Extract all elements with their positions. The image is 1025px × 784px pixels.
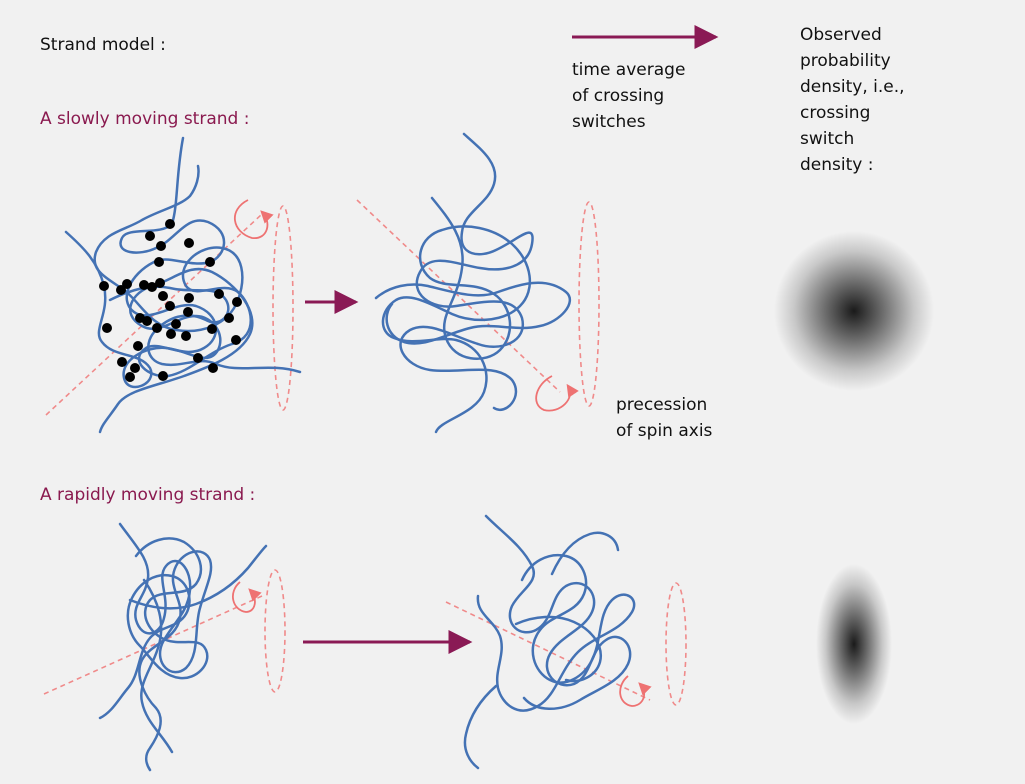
slow-strand-precessing: [356, 132, 600, 434]
crossing-dot: [214, 289, 224, 299]
rapid-middle-precession-ellipse: [665, 582, 687, 706]
rapid-density-blob: [816, 564, 892, 724]
rapid-strand-precessing: [445, 514, 687, 770]
crossing-dot: [122, 279, 132, 289]
rapid-strand-heading: A rapidly moving strand :: [40, 485, 255, 505]
rapid-left-precession-ellipse: [264, 569, 286, 693]
crossing-dot: [207, 324, 217, 334]
rapid-left-spin-axis: [43, 595, 263, 695]
slow-left-spin-arrow: [233, 199, 274, 239]
crossing-dot: [231, 335, 241, 345]
slow-density-blob: [774, 231, 934, 391]
crossing-dot: [184, 293, 194, 303]
diagram-title: Strand model :: [40, 35, 166, 55]
legend-arrow-text: time average of crossing switches: [572, 60, 691, 132]
crossing-dot: [152, 323, 162, 333]
crossing-dot: [165, 219, 175, 229]
crossing-dot: [145, 231, 155, 241]
crossing-dot: [155, 278, 165, 288]
crossing-dot: [183, 307, 193, 317]
crossing-dot: [166, 329, 176, 339]
rapid-middle-spin-axis: [445, 601, 651, 701]
crossing-dot: [232, 297, 242, 307]
rapid-middle-spin-arrow: [619, 675, 652, 707]
crossing-dot: [181, 331, 191, 341]
slow-left-precession-ellipse: [272, 205, 294, 411]
crossing-dot: [117, 357, 127, 367]
crossing-dot: [102, 323, 112, 333]
slow-middle-spin-axis: [356, 199, 561, 393]
crossing-dot: [158, 291, 168, 301]
slow-strand-heading: A slowly moving strand :: [40, 109, 249, 129]
slow-middle-spin-arrow: [535, 375, 579, 412]
rapid-strand: [43, 522, 286, 772]
crossing-dot: [139, 280, 149, 290]
crossing-dot: [133, 341, 143, 351]
crossing-dot: [184, 238, 194, 248]
crossing-dot: [99, 281, 109, 291]
crossing-dots: [99, 219, 242, 382]
crossing-dot: [130, 363, 140, 373]
precession-label: precession of spin axis: [616, 395, 713, 441]
crossing-dot: [193, 353, 203, 363]
observed-density-label: Observed probability density, i.e., cros…: [800, 25, 910, 175]
crossing-dot: [208, 363, 218, 373]
crossing-dot: [165, 301, 175, 311]
crossing-dot: [158, 371, 168, 381]
crossing-dot: [156, 241, 166, 251]
crossing-dot: [125, 372, 135, 382]
slow-strand-with-crossings: [45, 136, 302, 434]
crossing-dot: [154, 257, 164, 267]
crossing-dot: [205, 257, 215, 267]
slow-middle-precession-ellipse: [578, 201, 600, 407]
crossing-dot: [171, 319, 181, 329]
crossing-dot: [142, 316, 152, 326]
rapid-left-spin-arrow: [232, 581, 262, 613]
crossing-dot: [224, 313, 234, 323]
crossing-dot: [147, 282, 157, 292]
